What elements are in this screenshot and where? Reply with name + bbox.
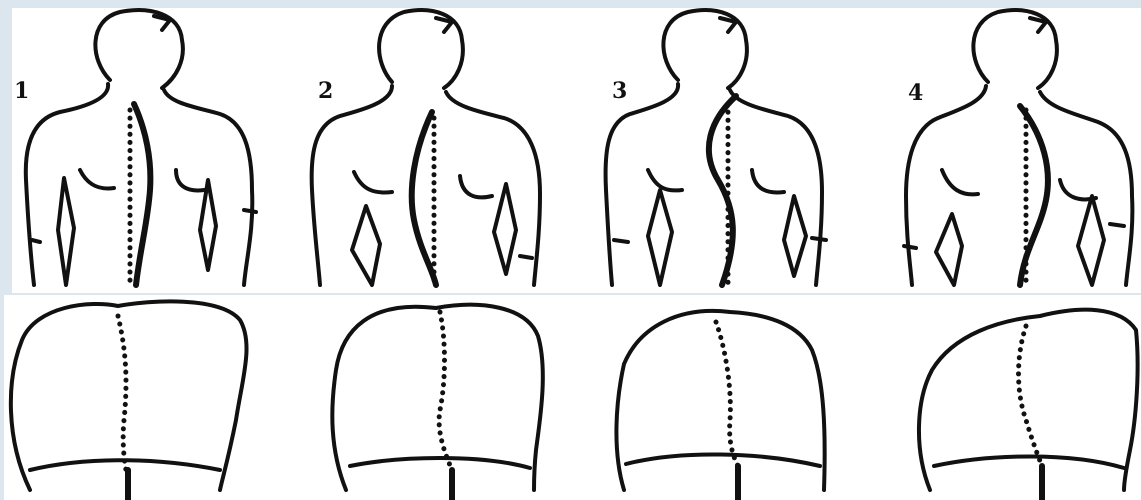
- panel-label-4: 4: [908, 80, 923, 106]
- panel-label-1: 1: [14, 78, 29, 104]
- panel-label-2: 2: [318, 78, 333, 104]
- bottom-panel-background: [4, 295, 1141, 500]
- panel-label-3: 3: [612, 78, 627, 104]
